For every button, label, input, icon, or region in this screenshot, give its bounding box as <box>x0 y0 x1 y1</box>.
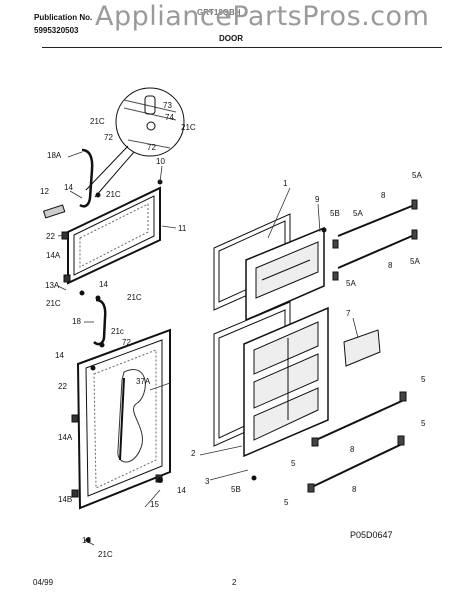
callout-14: 14 <box>64 183 73 192</box>
callout-72: 72 <box>104 133 113 142</box>
callout-14: 14 <box>99 280 108 289</box>
callout-8: 8 <box>388 261 393 270</box>
callout-5: 5 <box>421 419 426 428</box>
callout-1: 1 <box>283 179 288 188</box>
callout-18: 18 <box>72 317 81 326</box>
callout-7: 7 <box>346 309 351 318</box>
dairy-door <box>343 329 381 367</box>
callout-5: 5 <box>421 375 426 384</box>
callout-13a: 13A <box>45 281 60 290</box>
leader-lines <box>57 151 359 546</box>
callout-5a: 5A <box>353 209 363 218</box>
callout-5b: 5B <box>330 209 340 218</box>
callout-13: 13 <box>82 536 91 545</box>
callout-14: 14 <box>55 351 64 360</box>
model-number: GRT18QBH <box>197 8 241 17</box>
callout-37a: 37A <box>136 377 151 386</box>
callout-18a: 18A <box>47 151 62 160</box>
callout-22: 22 <box>46 232 55 241</box>
callout-12: 12 <box>40 187 49 196</box>
callout-5: 5 <box>291 459 296 468</box>
freezer-door-gasket <box>61 186 161 285</box>
callout-3: 3 <box>205 477 210 486</box>
callout-74: 74 <box>165 113 174 122</box>
watermark: AppliancePartsPros.com <box>95 1 430 32</box>
callout-72: 72 <box>147 143 156 152</box>
callout-14b: 14B <box>58 495 72 504</box>
callout-5a: 5A <box>412 171 422 180</box>
callout-72: 72 <box>122 338 131 347</box>
callout-5: 5 <box>284 498 289 507</box>
callout-8: 8 <box>381 191 386 200</box>
callout-8: 8 <box>352 485 357 494</box>
callout-8: 8 <box>350 445 355 454</box>
callout-21c: 21C <box>106 190 121 199</box>
callout-9: 9 <box>315 195 320 204</box>
publication-label: Publication No. <box>34 13 93 22</box>
fresh-food-door-liner <box>243 306 329 458</box>
footer-date: 04/99 <box>33 578 54 587</box>
callout-14a: 14A <box>46 251 61 260</box>
detail-magnifier <box>85 87 185 198</box>
freezer-handle <box>79 148 94 208</box>
freezer-door-liner <box>245 226 325 322</box>
callout-21c: 21C <box>127 293 142 302</box>
callout-labels: 21C 72 73 74 21C 72 18A 10 14 21C 12 11 … <box>40 101 426 559</box>
callout-5b: 5B <box>231 485 241 494</box>
callout-21c: 21C <box>46 299 61 308</box>
drawing-code: P05D0647 <box>350 530 393 540</box>
callout-5a: 5A <box>346 279 356 288</box>
header-rule <box>42 47 442 48</box>
fresh-food-handle <box>93 298 107 346</box>
part-12 <box>42 204 66 219</box>
rail-end-caps <box>307 199 418 493</box>
screws <box>79 179 327 543</box>
publication-number: 5995320503 <box>34 26 79 35</box>
callout-5a: 5A <box>410 257 420 266</box>
callout-14a: 14A <box>58 433 73 442</box>
callout-73: 73 <box>163 101 172 110</box>
callout-21c: 21c <box>111 327 124 336</box>
shelf-rails <box>313 205 413 487</box>
callout-22: 22 <box>58 382 67 391</box>
fresh-food-door-gasket <box>71 328 171 510</box>
callout-11: 11 <box>178 224 187 233</box>
callout-15: 15 <box>150 500 159 509</box>
section-title: DOOR <box>219 34 243 43</box>
callout-21c: 21C <box>98 550 113 559</box>
callout-21c: 21C <box>90 117 105 126</box>
page-number: 2 <box>232 578 237 587</box>
callout-2: 2 <box>191 449 196 458</box>
callout-10: 10 <box>156 157 165 166</box>
callout-14: 14 <box>177 486 186 495</box>
callout-21c: 21C <box>181 123 196 132</box>
